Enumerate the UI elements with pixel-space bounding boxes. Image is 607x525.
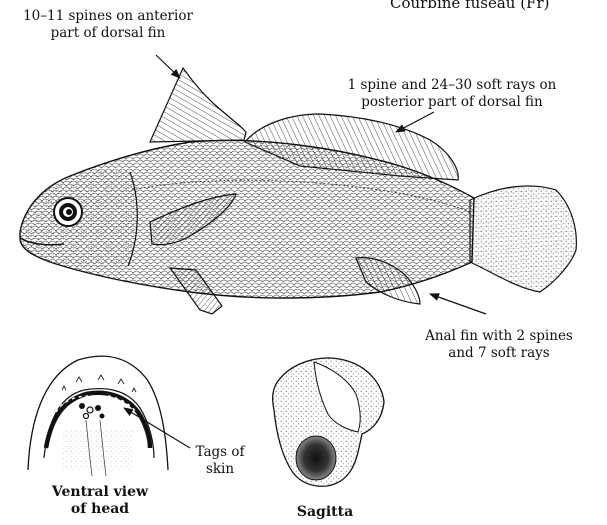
label-anterior-dorsal-line2: part of dorsal fin [0,25,216,42]
caption-ventral-view: Ventral view of head [30,484,170,518]
label-tags-of-skin: Tags of skin [180,444,260,478]
sagitta-otolith [273,358,384,486]
title-partial: Courbine fuseau (Fr) [390,0,607,12]
label-anterior-dorsal-line1: 10–11 spines on anterior [0,8,216,25]
label-tags-line1: Tags of [180,444,260,461]
caption-sagitta: Sagitta [280,504,370,521]
label-posterior-dorsal-line2: posterior part of dorsal fin [326,94,578,111]
anterior-dorsal-fin [150,68,246,142]
label-anterior-dorsal: 10–11 spines on anterior part of dorsal … [0,8,216,42]
label-tags-line2: skin [180,461,260,478]
label-anal-fin: Anal fin with 2 spines and 7 soft rays [396,328,602,362]
arrow-posterior-dorsal [396,112,434,132]
arrow-anal-fin [430,294,486,314]
ventral-head-view [28,356,168,476]
label-anal-fin-line1: Anal fin with 2 spines [396,328,602,345]
arrow-anterior-dorsal [156,55,180,78]
arrow-tags [124,408,190,448]
label-posterior-dorsal: 1 spine and 24–30 soft rays on posterior… [326,77,578,111]
caption-ventral-line1: Ventral view [30,484,170,501]
caption-ventral-line2: of head [30,501,170,518]
label-posterior-dorsal-line1: 1 spine and 24–30 soft rays on [326,77,578,94]
label-anal-fin-line2: and 7 soft rays [396,345,602,362]
